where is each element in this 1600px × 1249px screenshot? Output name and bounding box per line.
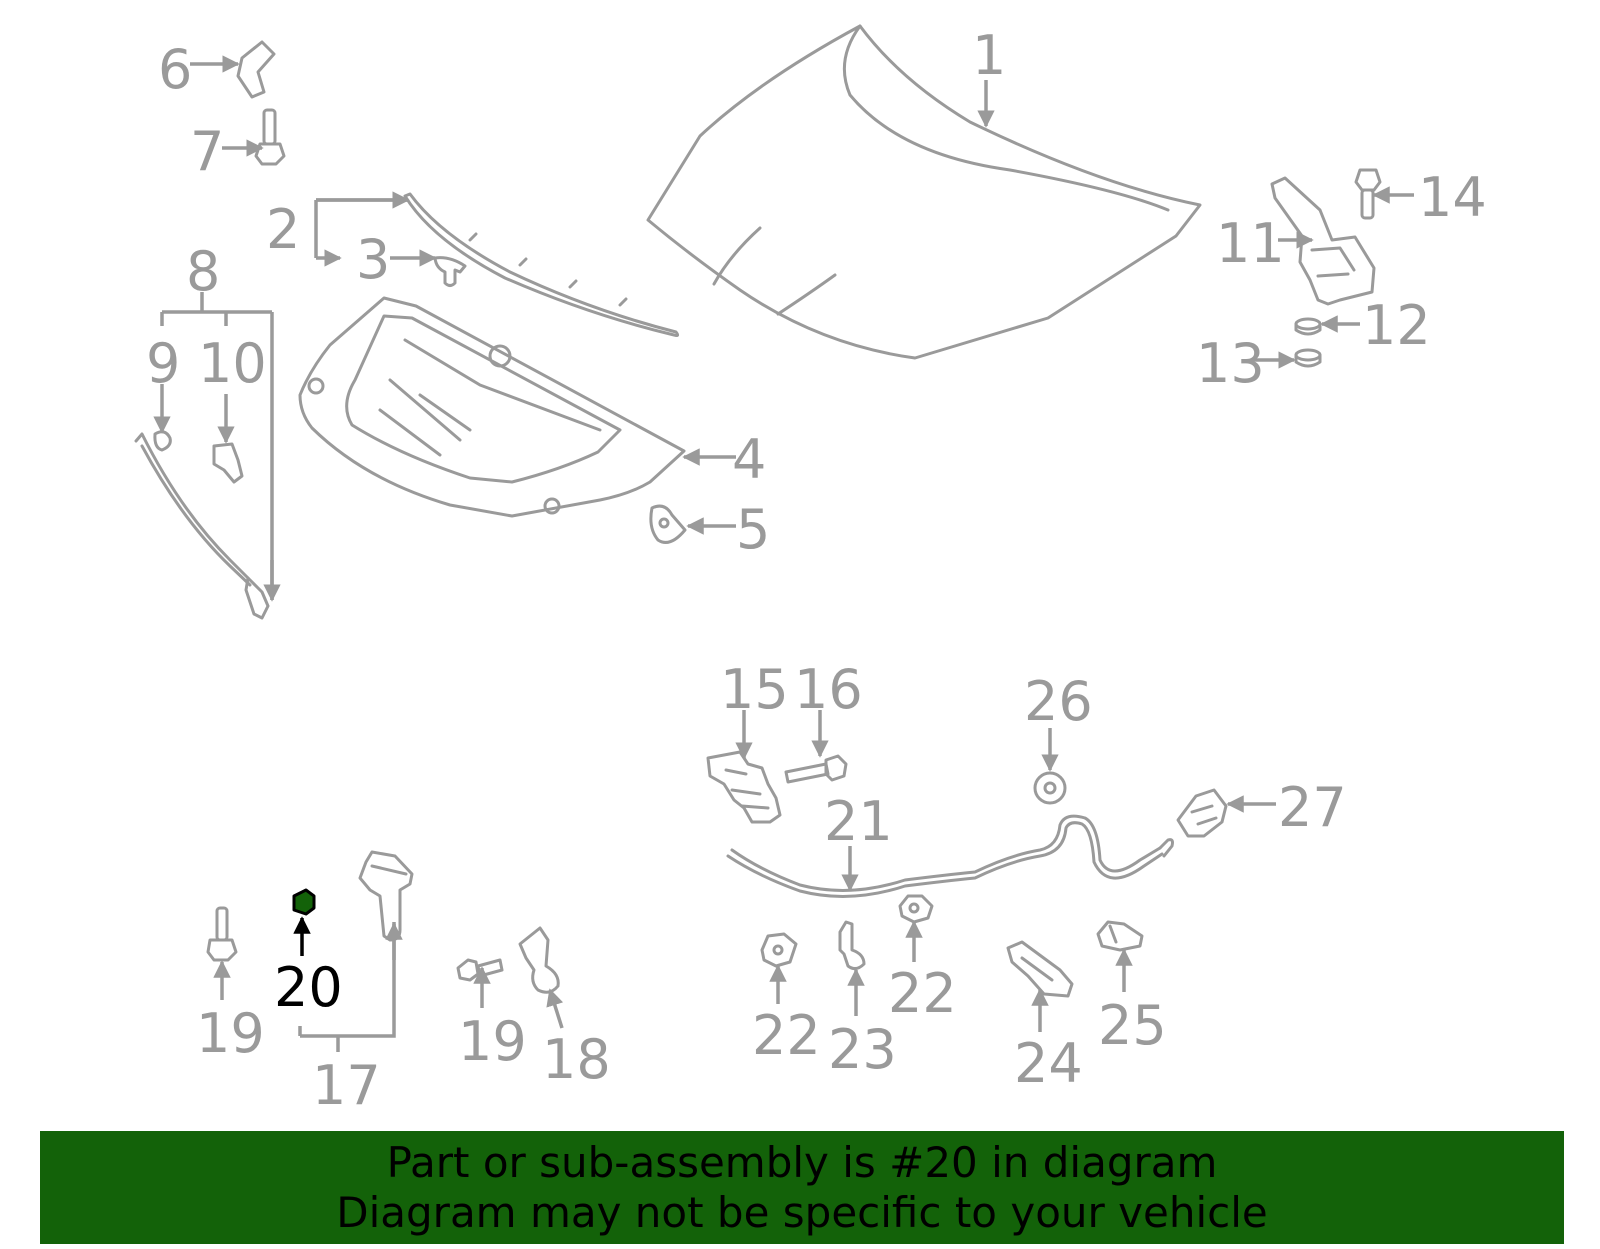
part-8-support-rod [134,430,270,620]
callout-16: 16 [794,658,863,721]
banner-line-1: Part or sub-assembly is #20 in diagram [386,1137,1218,1187]
callout-11: 11 [1216,212,1285,275]
part-20-cushion [292,888,316,916]
part-7-bolt [254,108,286,166]
part-22-clip-a [760,932,798,968]
part-25-clip [1096,920,1144,952]
callout-19-a: 19 [196,1002,265,1065]
callout-13: 13 [1196,332,1265,395]
callout-6: 6 [158,38,192,101]
callout-18: 18 [542,1028,611,1091]
callout-21: 21 [824,790,893,853]
callout-10: 10 [198,332,267,395]
callout-19-b: 19 [458,1010,527,1073]
callout-23: 23 [828,1018,897,1081]
part-27-lever [1176,788,1228,838]
callout-5: 5 [736,498,770,561]
callout-17: 17 [312,1054,381,1117]
part-3-clip [433,256,467,287]
callout-numbers: 1 2 3 4 5 6 7 8 9 10 11 12 13 14 15 16 1… [146,24,1487,1117]
part-19-bolt-b [456,958,504,982]
part-22-clip-b [898,894,934,924]
callout-9: 9 [146,332,180,395]
callout-4: 4 [732,428,766,491]
part-21-cable [726,814,1174,898]
part-6-bracket [236,40,276,99]
callout-14: 14 [1418,166,1487,229]
part-19-bolt-a [206,906,238,962]
part-13-washer [1294,348,1322,368]
part-2-weatherstrip [403,192,680,338]
part-16-bolt [784,754,848,784]
part-23-clip [838,920,866,971]
callout-25: 25 [1098,994,1167,1057]
part-1-hood [646,24,1202,360]
part-4-insulator [298,296,686,518]
callout-24: 24 [1014,1032,1083,1095]
callout-22-a: 22 [752,1004,821,1067]
info-banner: Part or sub-assembly is #20 in diagram D… [40,1131,1564,1244]
part-5-grommet [649,504,687,544]
callout-15: 15 [720,658,789,721]
callout-26: 26 [1024,670,1093,733]
part-12-washer [1294,317,1322,336]
part-18-bracket [518,926,560,994]
callout-12: 12 [1362,294,1431,357]
part-26-grommet [1033,771,1067,805]
part-15-lock [706,750,782,824]
callout-1: 1 [972,24,1006,87]
part-24-holder [1006,940,1074,998]
callout-3: 3 [356,228,390,291]
callout-7: 7 [190,120,224,183]
callout-20: 20 [274,956,343,1019]
banner-line-2: Diagram may not be specific to your vehi… [336,1187,1268,1237]
leader-lines [153,55,1414,1052]
part-17-support [358,850,414,942]
callout-2: 2 [266,198,300,261]
callout-8: 8 [186,240,220,303]
callout-22-b: 22 [888,962,957,1025]
callout-27: 27 [1278,776,1347,839]
